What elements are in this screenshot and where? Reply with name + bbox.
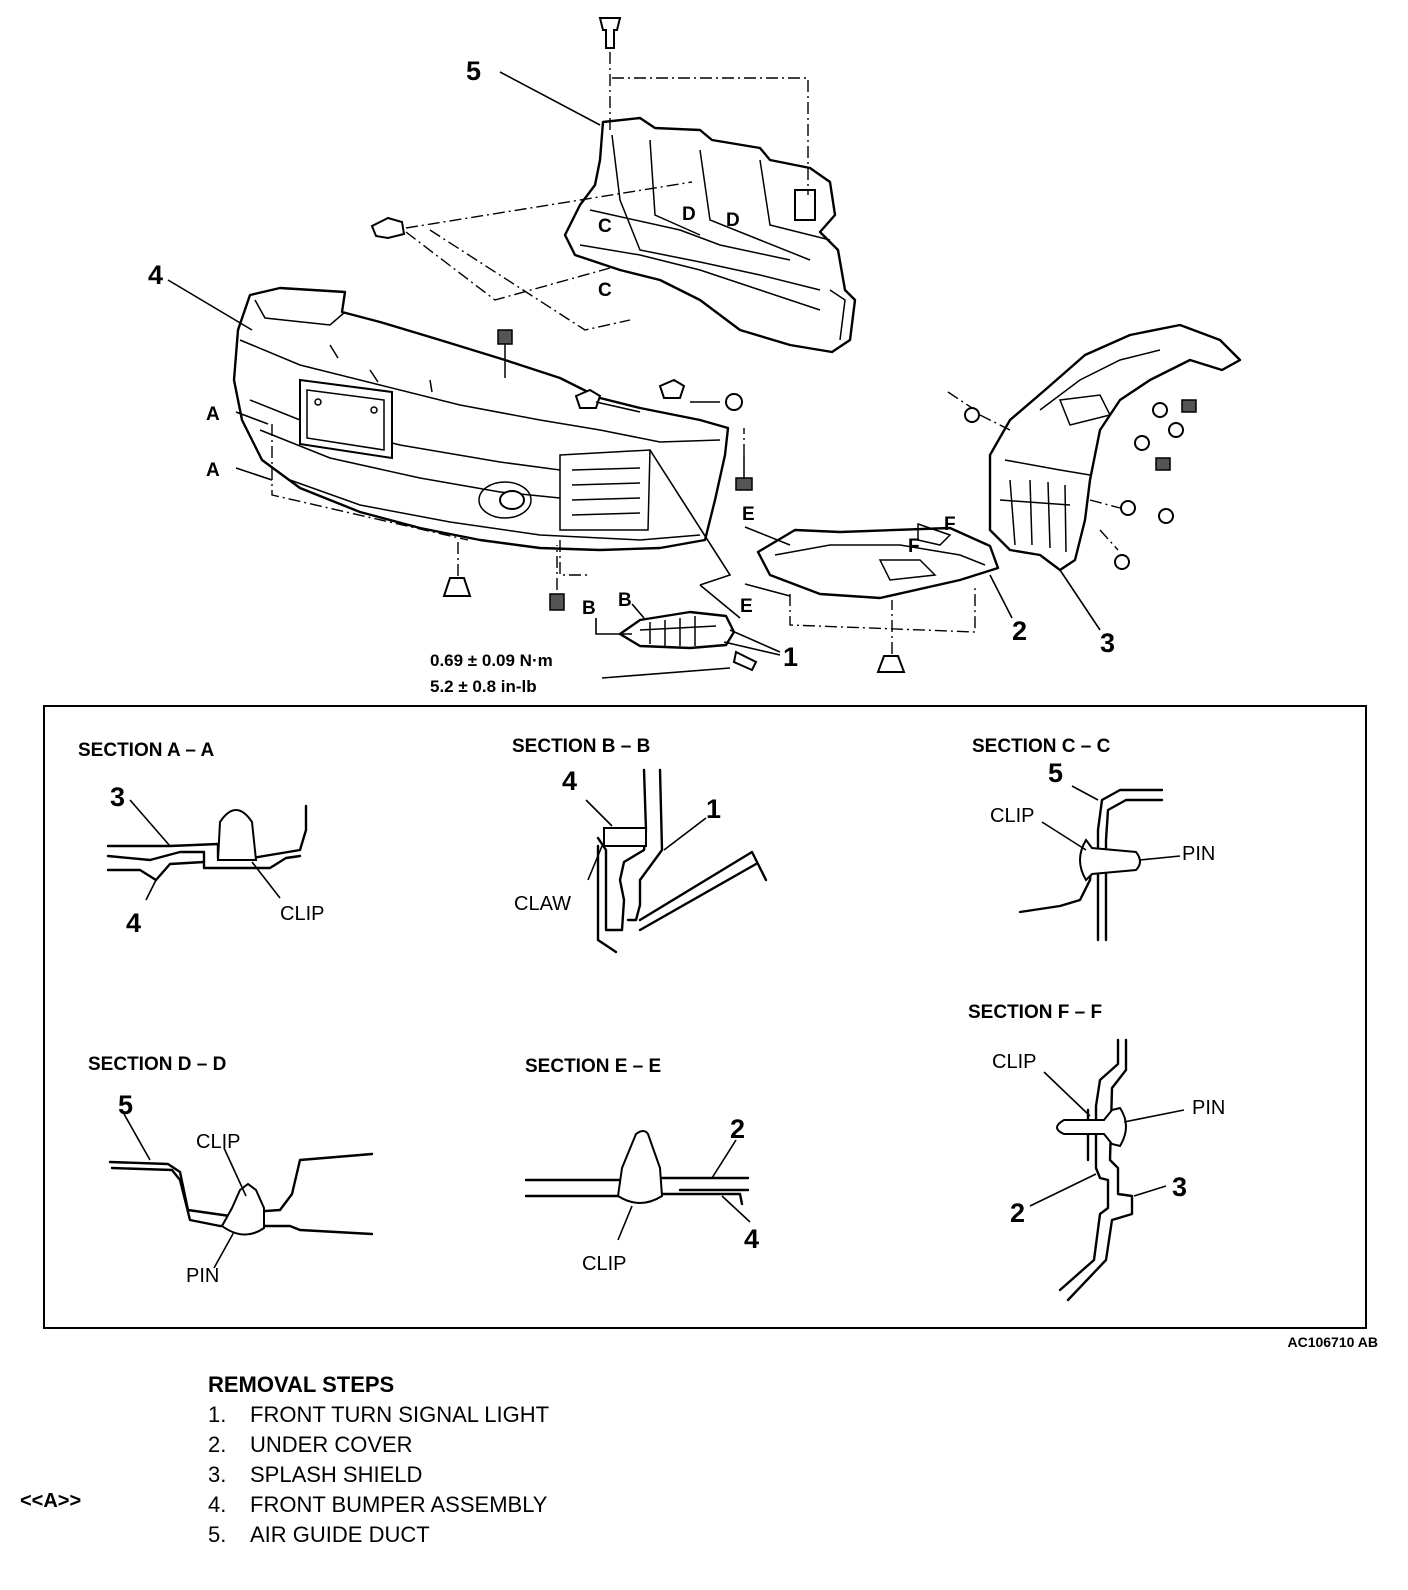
pin-label: PIN — [1192, 1097, 1225, 1119]
note-annotation: <<A>> — [20, 1490, 82, 1512]
section-dd: SECTION D – D 5 CLIP PIN — [88, 1054, 374, 1287]
pin-label: PIN — [186, 1265, 219, 1287]
clip-icon — [1134, 435, 1150, 451]
bolt-icon — [1114, 554, 1130, 570]
clip-icon — [370, 216, 406, 240]
clip-icon — [574, 388, 602, 409]
push-clip-icon — [876, 655, 906, 673]
figure-code: AC106710 AB — [1287, 1334, 1378, 1350]
torque-inlb: 5.2 ± 0.8 in-lb — [430, 677, 537, 696]
callout-5: 5 — [466, 56, 481, 86]
section-letter-d: D — [682, 204, 696, 225]
screw-icon — [735, 456, 753, 491]
push-clip-icon — [442, 577, 472, 597]
screw-icon — [1155, 457, 1171, 471]
section-letter-e: E — [742, 504, 755, 525]
list-item: 4. FRONT BUMPER ASSEMBLY — [208, 1490, 549, 1520]
step-label: FRONT BUMPER ASSEMBLY — [250, 1492, 548, 1517]
section-title: SECTION C – C — [972, 736, 1111, 757]
front-turn-signal-light — [618, 610, 736, 650]
step-number: 4. — [208, 1492, 227, 1517]
list-item: 2. UNDER COVER — [208, 1430, 549, 1460]
section-letter-f: F — [908, 536, 920, 557]
clip-label: CLIP — [196, 1131, 240, 1153]
section-letter-a: A — [206, 460, 220, 481]
section-ee: SECTION E – E 2 4 CLIP — [524, 1056, 759, 1275]
bolt-icon — [497, 329, 513, 378]
clip-label: CLIP — [280, 903, 324, 925]
callout-3: 3 — [1172, 1172, 1187, 1202]
screw-icon — [732, 650, 758, 672]
callout-1: 1 — [783, 642, 798, 672]
callout-4: 4 — [562, 766, 577, 796]
section-title: SECTION A – A — [78, 740, 214, 761]
step-number: 1. — [208, 1402, 227, 1427]
bolt-icon — [1168, 422, 1184, 438]
callout-2: 2 — [730, 1114, 745, 1144]
callout-2: 2 — [1010, 1198, 1025, 1228]
list-item: 1. FRONT TURN SIGNAL LIGHT — [208, 1400, 549, 1430]
removal-steps: REMOVAL STEPS 1. FRONT TURN SIGNAL LIGHT… — [208, 1370, 549, 1550]
step-label: UNDER COVER — [250, 1432, 413, 1457]
section-letter-d: D — [726, 210, 740, 231]
clip-icon — [1120, 500, 1136, 516]
list-item: 3. SPLASH SHIELD — [208, 1460, 549, 1490]
push-clip-icon — [598, 17, 622, 49]
callout-1: 1 — [706, 794, 721, 824]
section-cc: SECTION C – C 5 CLIP PIN — [972, 736, 1215, 942]
section-letter-a: A — [206, 404, 220, 425]
bolt-icon — [725, 393, 743, 411]
removal-steps-heading: REMOVAL STEPS — [208, 1372, 395, 1397]
clip-label: CLIP — [992, 1051, 1036, 1073]
screw-icon — [1181, 399, 1197, 413]
section-letter-f: F — [944, 514, 956, 535]
section-letter-e: E — [740, 596, 753, 617]
splash-shield — [988, 323, 1242, 572]
bolt-icon — [1152, 402, 1168, 418]
clip-icon — [658, 378, 686, 399]
callout-3: 3 — [1100, 628, 1115, 658]
clip-label: CLIP — [582, 1253, 626, 1275]
callout-4: 4 — [126, 908, 141, 938]
section-title: SECTION E – E — [525, 1056, 661, 1077]
section-views-frame — [43, 705, 1367, 1329]
step-number: 2. — [208, 1432, 227, 1457]
air-guide-duct — [563, 116, 857, 354]
step-label: SPLASH SHIELD — [250, 1462, 423, 1487]
callout-4: 4 — [148, 260, 163, 290]
under-cover — [756, 522, 1000, 600]
list-item: 5. AIR GUIDE DUCT — [208, 1520, 549, 1550]
bolt-icon — [964, 407, 980, 423]
callout-5: 5 — [118, 1090, 133, 1120]
section-ff: SECTION F – F CLIP PIN 2 3 — [968, 1002, 1225, 1302]
callout-2: 2 — [1012, 616, 1027, 646]
section-letter-c: C — [598, 280, 612, 301]
bolt-icon — [1158, 508, 1174, 524]
section-letter-b: B — [582, 598, 596, 619]
claw-label: CLAW — [514, 893, 571, 915]
torque-nm: 0.69 ± 0.09 N·m — [430, 651, 553, 670]
step-label: AIR GUIDE DUCT — [250, 1522, 430, 1547]
step-number: 5. — [208, 1522, 227, 1547]
section-title: SECTION D – D — [88, 1054, 226, 1075]
section-title: SECTION B – B — [512, 736, 650, 757]
callout-3: 3 — [110, 782, 125, 812]
callout-5: 5 — [1048, 758, 1063, 788]
step-number: 3. — [208, 1462, 227, 1487]
callout-4: 4 — [744, 1224, 759, 1254]
step-label: FRONT TURN SIGNAL LIGHT — [250, 1402, 550, 1427]
front-bumper-assembly — [232, 286, 730, 552]
section-bb: SECTION B – B 4 1 CLAW — [512, 736, 768, 954]
screw-icon — [549, 593, 565, 611]
section-letter-c: C — [598, 216, 612, 237]
section-title: SECTION F – F — [968, 1002, 1102, 1023]
clip-label: CLIP — [990, 805, 1034, 827]
section-letter-b: B — [618, 590, 632, 611]
pin-label: PIN — [1182, 843, 1215, 865]
section-aa: SECTION A – A 3 4 CLIP — [78, 740, 324, 938]
